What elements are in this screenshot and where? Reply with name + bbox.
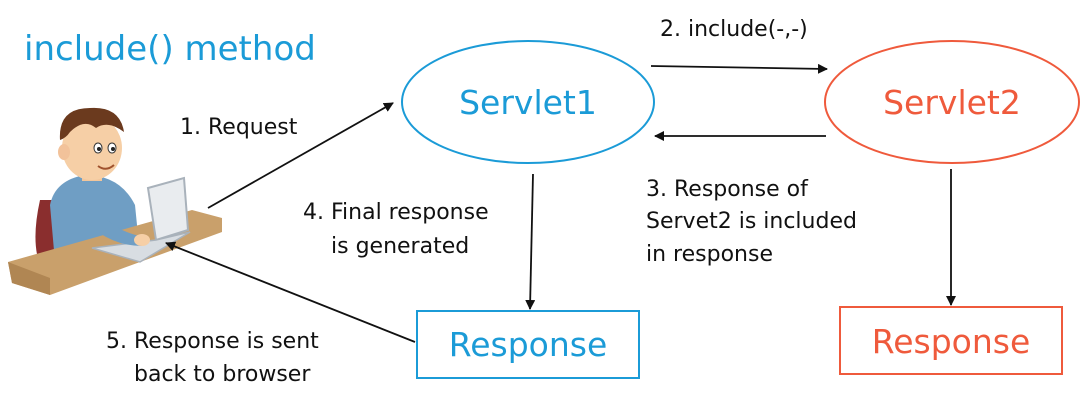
servlet2-label: Servlet2 bbox=[883, 83, 1021, 122]
include-arrow bbox=[650, 63, 828, 74]
response1-box bbox=[416, 310, 640, 379]
servlet2-node bbox=[824, 40, 1080, 164]
included-label: 3. Response of Servet2 is included in re… bbox=[646, 177, 864, 267]
included-label-line: 3. Response of bbox=[646, 177, 809, 202]
include-label: 2. include(-,-) bbox=[660, 17, 808, 42]
final-response-label: 4. Final response is generated bbox=[303, 200, 496, 259]
final-response-label-line: is generated bbox=[331, 234, 469, 259]
user-at-laptop-icon bbox=[8, 107, 222, 295]
servlet1-node bbox=[401, 40, 655, 164]
sent-back-arrow bbox=[165, 241, 416, 343]
request-arrow bbox=[207, 102, 394, 209]
final-response-arrow bbox=[525, 173, 536, 310]
servlet1-label: Servlet1 bbox=[459, 83, 597, 122]
response2-box bbox=[839, 306, 1063, 375]
included-label-line: Servet2 is included bbox=[646, 209, 857, 234]
sent-back-label: 5. Response is sent back to browser bbox=[106, 329, 326, 387]
sent-back-label-line: back to browser bbox=[134, 362, 311, 387]
request-label: 1. Request bbox=[180, 115, 298, 140]
sent-back-label-line: 5. Response is sent bbox=[106, 329, 319, 354]
response1-label: Response bbox=[449, 325, 608, 364]
diagram-title: include() method bbox=[24, 29, 316, 69]
response2-label: Response bbox=[872, 322, 1031, 361]
final-response-label-line: 4. Final response bbox=[303, 200, 489, 225]
included-label-line: in response bbox=[646, 242, 773, 267]
